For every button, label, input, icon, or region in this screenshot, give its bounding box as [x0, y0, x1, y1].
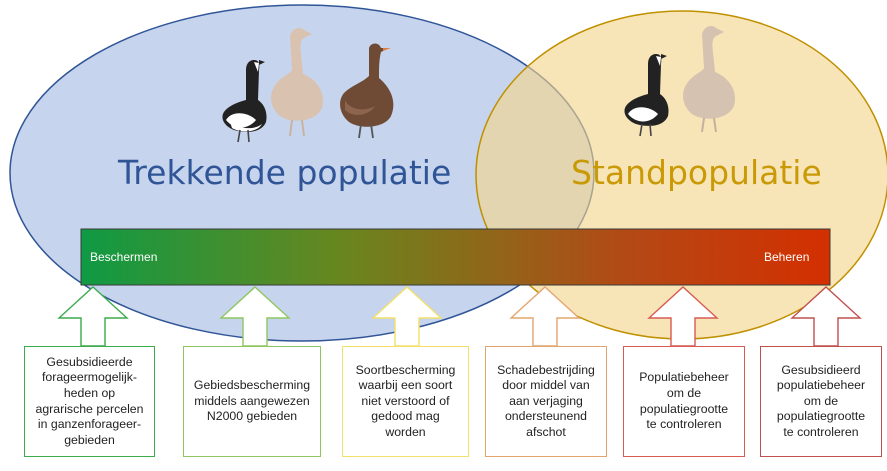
brown-goose-icon — [340, 43, 394, 139]
measure-box-area-protection: Gebiedsbescherming middels aangewezen N2… — [183, 346, 321, 457]
greylag-goose-icon — [683, 26, 736, 133]
canada-goose-icon — [624, 54, 669, 137]
measure-box-population-management: Populatiebeheer om de populatiegrootte t… — [623, 346, 745, 457]
manage-label: Beheren — [764, 250, 810, 264]
measure-box-subsidized-population-management: Gesubsidieerd populatiebeheer om de popu… — [760, 346, 882, 457]
measure-box-foraging-subsidy: Gesubsidieerde forageermogelijk- heden o… — [24, 346, 155, 457]
measure-box-damage-control: Schadebestrijding door middel van aan ve… — [485, 346, 607, 457]
protect-label: Beschermen — [90, 250, 158, 264]
greylag-goose-icon — [271, 28, 324, 137]
migratory-population-title: Trekkende populatie — [118, 153, 452, 192]
protect-manage-gradient-bar — [80, 228, 831, 286]
resident-population-title: Standpopulatie — [571, 153, 822, 192]
canada-goose-icon — [222, 60, 267, 143]
measure-box-species-protection: Soortbescherming waarbij een soort niet … — [342, 346, 469, 457]
